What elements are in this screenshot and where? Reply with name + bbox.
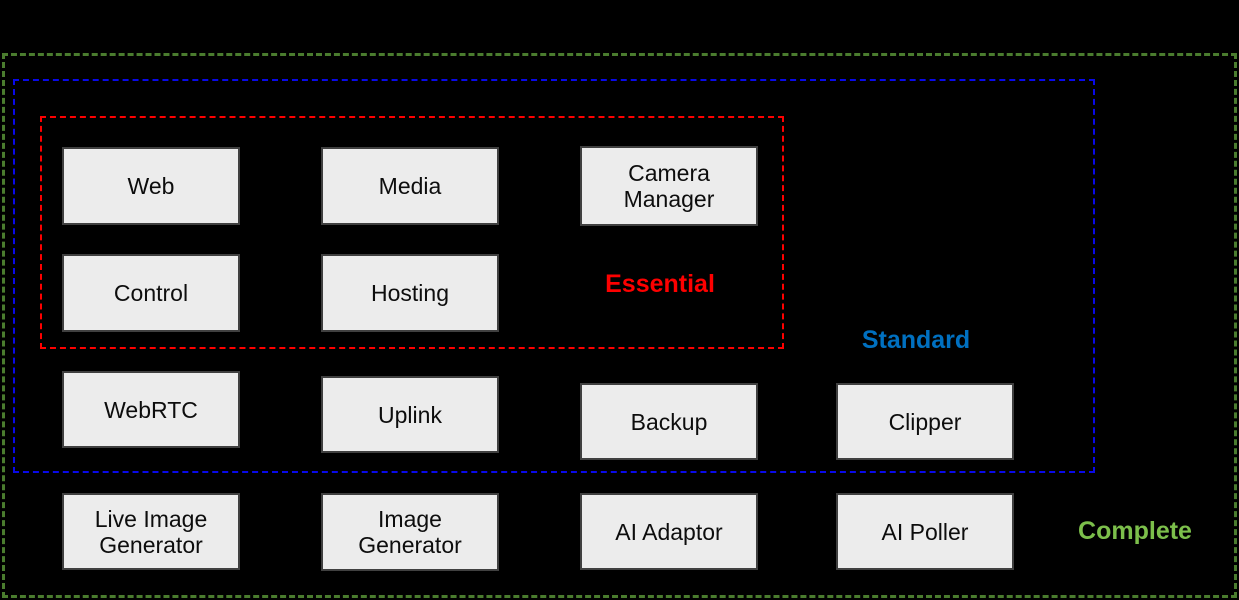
essential-tier-label: Essential (605, 270, 715, 298)
module-live-image-generator: Live Image Generator (62, 493, 240, 570)
module-uplink: Uplink (321, 376, 499, 453)
module-media: Media (321, 147, 499, 225)
module-backup: Backup (580, 383, 758, 460)
standard-tier-frame (13, 79, 1095, 473)
essential-tier-frame (40, 116, 784, 349)
complete-tier-label: Complete (1078, 517, 1192, 545)
module-web: Web (62, 147, 240, 225)
module-ai-adaptor: AI Adaptor (580, 493, 758, 570)
module-control: Control (62, 254, 240, 332)
module-webrtc: WebRTC (62, 371, 240, 448)
module-hosting: Hosting (321, 254, 499, 332)
module-image-generator: Image Generator (321, 493, 499, 571)
module-ai-poller: AI Poller (836, 493, 1014, 570)
module-camera-manager: Camera Manager (580, 146, 758, 226)
module-clipper: Clipper (836, 383, 1014, 460)
complete-tier-frame (2, 53, 1237, 598)
standard-tier-label: Standard (861, 326, 971, 354)
